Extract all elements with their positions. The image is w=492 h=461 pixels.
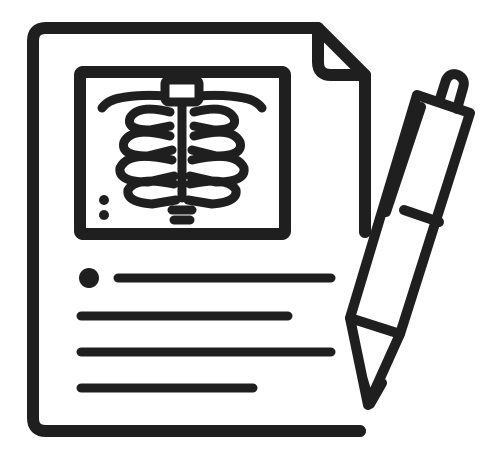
pen-clip <box>381 102 426 217</box>
pen-nib <box>358 375 387 409</box>
xray-image-icon <box>74 66 291 240</box>
document-icon <box>27 22 371 437</box>
xray-marker-dot-bottom <box>99 210 109 220</box>
rib-right-4 <box>183 176 241 209</box>
document-fold-corner <box>312 22 371 81</box>
xray-frame <box>74 66 291 240</box>
pen-band <box>399 205 444 227</box>
bullet-dot <box>79 268 99 288</box>
rib-left-1 <box>124 104 175 135</box>
xray-marker-dot-top <box>99 195 109 205</box>
rib-left-4 <box>123 176 181 209</box>
document-outline <box>27 22 371 437</box>
ribcage-icon <box>97 75 267 225</box>
text-lines <box>76 268 336 393</box>
rib-right-1 <box>189 104 240 135</box>
collarbone-left <box>97 90 170 113</box>
pen-cap <box>434 69 469 114</box>
pen-icon <box>345 69 475 410</box>
collarbone-right <box>194 90 267 113</box>
